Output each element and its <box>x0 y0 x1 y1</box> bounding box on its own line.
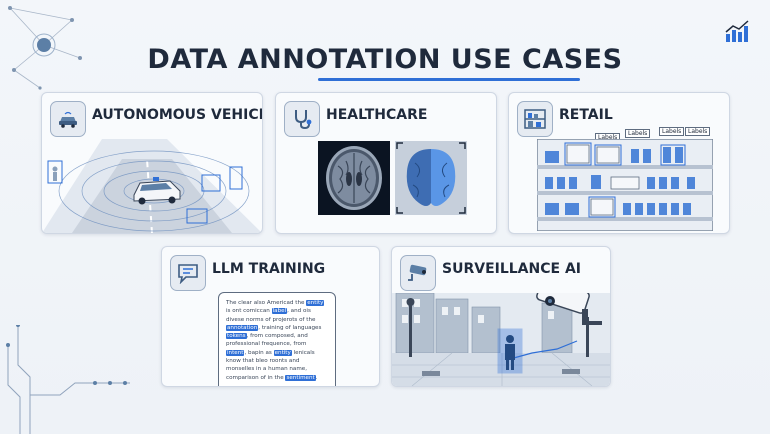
security-camera-icon <box>400 255 436 291</box>
card-retail: RETAIL Labels Labels Labels Labels <box>508 92 730 234</box>
store-shelf-icon <box>517 101 553 137</box>
text-segment: The clear also Americad the <box>226 300 307 306</box>
brain-scan-image <box>318 141 390 215</box>
bar-chart-growth-icon <box>725 20 749 42</box>
entity-highlight: label <box>271 308 288 315</box>
entity-highlight: entity <box>306 300 325 306</box>
text-segment: lenicals know that bleo roonts and monse… <box>226 349 315 381</box>
title-underline <box>318 78 580 81</box>
retail-tag: Labels <box>659 127 685 136</box>
text-segment: , training of languages <box>258 324 322 331</box>
card-label: RETAIL <box>559 107 613 123</box>
network-decoration <box>8 6 82 90</box>
retail-tag: Labels <box>625 129 651 138</box>
retail-tag: Labels <box>685 127 711 136</box>
text-segment: , bapin as <box>244 349 274 356</box>
card-label: LLM TRAINING <box>212 261 326 277</box>
entity-highlight: intent <box>226 349 245 356</box>
car-sensor-icon <box>50 101 86 137</box>
autonomous-vehicle-scene <box>42 139 262 233</box>
card-healthcare: HEALTHCARE <box>275 92 497 234</box>
circuit-decoration <box>6 325 130 434</box>
card-llm-training: LLM TRAINING The clear also Americad the… <box>161 246 380 387</box>
entity-highlight: entity <box>273 349 292 356</box>
text-segment: is ont comiccan <box>226 308 272 315</box>
page-title: DATA ANNOTATION USE CASES <box>147 44 623 75</box>
retail-shelf-scene <box>537 139 713 231</box>
entity-highlight: sentiment <box>285 374 316 381</box>
entity-highlight: tokens <box>226 333 247 340</box>
surveillance-scene <box>392 293 610 386</box>
annotated-text-document: The clear also Americad the entity is on… <box>218 292 336 386</box>
card-label: AUTONOMOUS VEHICLES <box>92 107 262 123</box>
text-segment: . <box>315 374 318 381</box>
card-label: HEALTHCARE <box>326 107 428 123</box>
entity-highlight: annotation <box>226 324 259 331</box>
text-segment: , from composed, and professional freque… <box>226 333 308 348</box>
brain-segmentation-image <box>395 141 467 215</box>
card-surveillance-ai: SURVEILLANCE AI <box>391 246 611 387</box>
card-autonomous-vehicles: AUTONOMOUS VEHICLES <box>41 92 263 234</box>
chat-bubble-icon <box>170 255 206 291</box>
stethoscope-icon <box>284 101 320 137</box>
text-segment: , and ois divese norms of projerots of t… <box>226 308 316 323</box>
card-label: SURVEILLANCE AI <box>442 261 581 277</box>
